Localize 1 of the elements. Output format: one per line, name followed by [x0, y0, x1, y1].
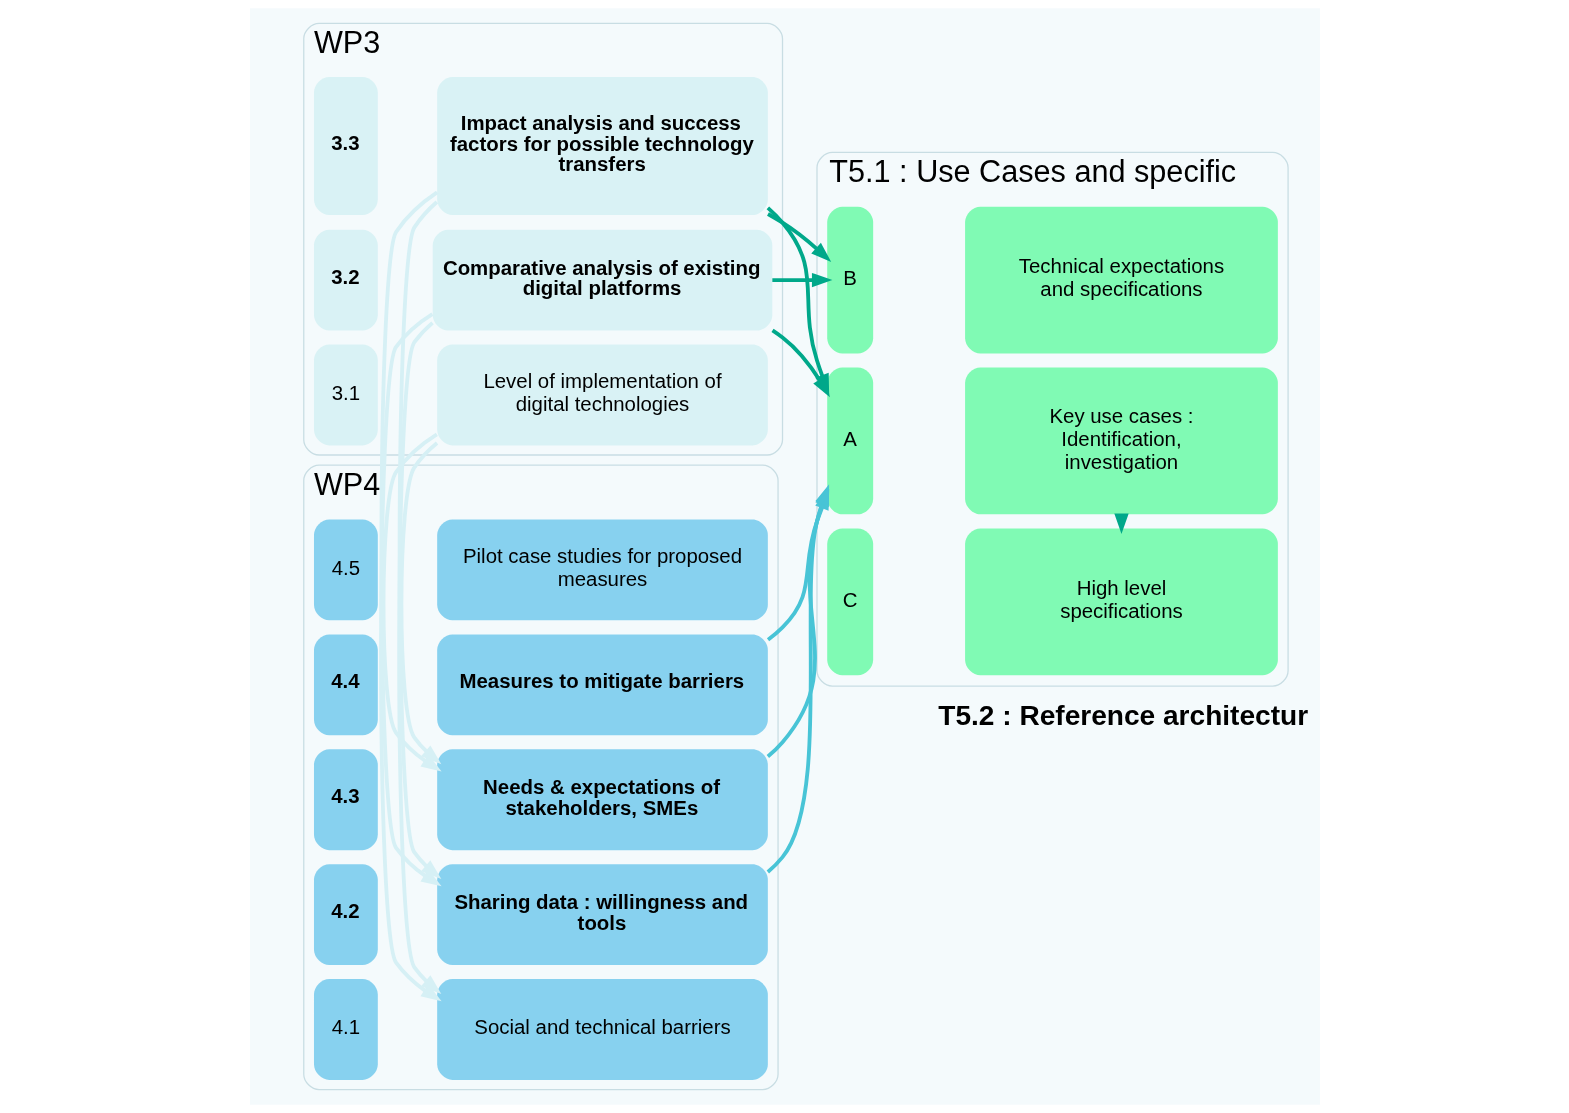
label: T5.2 : Reference architectur — [937, 700, 1308, 732]
